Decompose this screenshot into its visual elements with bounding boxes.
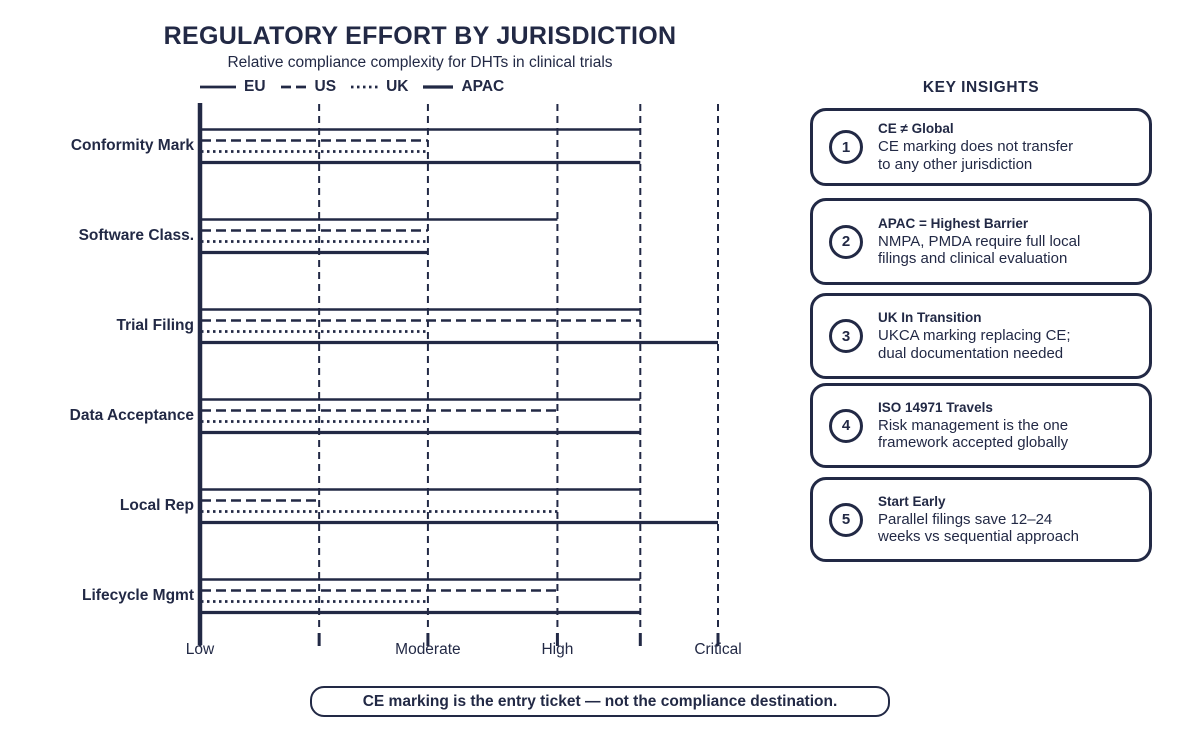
insight-heading: CE ≠ Global bbox=[878, 121, 954, 136]
category-label: Local Rep bbox=[119, 497, 194, 514]
legend-label: EU bbox=[244, 78, 266, 95]
legend-label: US bbox=[314, 78, 337, 95]
legend-item-us: US bbox=[280, 78, 337, 96]
insight-heading: APAC = Highest Barrier bbox=[878, 215, 1029, 231]
x-tick-label: High bbox=[541, 641, 574, 658]
callout-banner: CE marking is the entry ticket — not the… bbox=[310, 686, 890, 717]
chart-subtitle: Relative compliance complexity for DHTs … bbox=[227, 54, 613, 71]
insight-number-badge: 1 bbox=[829, 130, 863, 164]
legend-label: UK bbox=[386, 78, 409, 95]
category-label: Trial Filing bbox=[116, 317, 194, 334]
insight-number-badge: 2 bbox=[829, 224, 863, 259]
category-label: Lifecycle Mgmt bbox=[82, 587, 194, 604]
insight-body: Parallel filings save 12–24 weeks vs seq… bbox=[878, 510, 1079, 546]
uk-line-sample-icon bbox=[351, 85, 379, 89]
insight-body: NMPA, PMDA require full local filings an… bbox=[878, 232, 1081, 268]
category-label: Software Class. bbox=[78, 227, 194, 244]
insight-card-1: 1 CE ≠ Global CE marking does not transfer… bbox=[810, 108, 1152, 186]
insight-number-badge: 4 bbox=[829, 408, 863, 443]
insight-text: CE ≠ Global CE marking does not transfer … bbox=[878, 121, 1073, 173]
x-tick-label: Critical bbox=[694, 641, 742, 658]
legend-item-eu: EU bbox=[200, 78, 266, 96]
us-line-sample-icon bbox=[280, 85, 307, 89]
insight-number-badge: 5 bbox=[829, 502, 863, 537]
insight-body: Risk management is the one framework acc… bbox=[878, 416, 1069, 452]
apac-line-sample-icon bbox=[423, 85, 454, 89]
legend-label: APAC bbox=[461, 78, 505, 95]
insight-body: UKCA marking replacing CE; dual document… bbox=[878, 327, 1071, 362]
insights-panel-heading: KEY INSIGHTS bbox=[922, 79, 1040, 96]
chart-legend: EU US UK APAC bbox=[200, 78, 504, 96]
insight-body: CE marking does not transfer to any othe… bbox=[878, 138, 1074, 173]
eu-line-sample-icon bbox=[200, 85, 236, 89]
legend-item-uk: UK bbox=[351, 78, 408, 96]
category-label: Data Acceptance bbox=[69, 407, 194, 424]
x-tick-label: Low bbox=[185, 641, 215, 658]
chart-title: REGULATORY EFFORT BY JURISDICTION bbox=[163, 22, 677, 50]
insight-heading: ISO 14971 Travels bbox=[878, 399, 993, 415]
insight-heading: UK In Transition bbox=[878, 310, 982, 325]
legend-item-apac: APAC bbox=[423, 78, 504, 96]
category-label: Conformity Mark bbox=[70, 137, 194, 154]
insight-heading: Start Early bbox=[878, 493, 946, 509]
x-tick-label: Moderate bbox=[395, 641, 461, 658]
insight-number-badge: 3 bbox=[829, 319, 863, 353]
